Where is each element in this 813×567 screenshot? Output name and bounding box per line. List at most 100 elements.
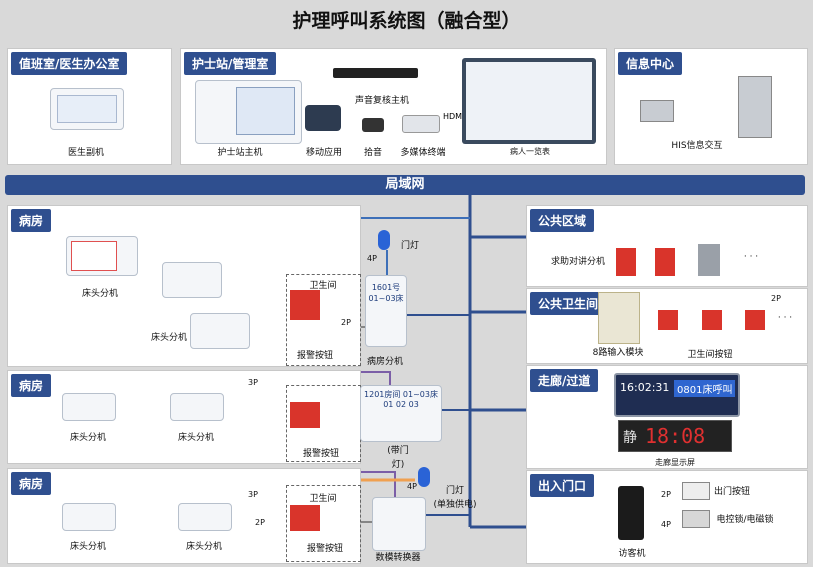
toilet-label-3: 卫生间 (309, 494, 337, 504)
header-ward-2: 病房 (11, 374, 52, 397)
clock-time: 18:08 (645, 424, 706, 448)
alarm-button-1-label: 报警按钮 (296, 351, 333, 361)
bed-unit-1-label: 床头分机 (81, 289, 118, 299)
corridor-clock: 静 18:08 (618, 420, 732, 452)
doctor-sub-label: 医生副机 (67, 148, 104, 158)
wire-2p-a: 2P (341, 318, 351, 327)
bed-unit-3 (190, 313, 250, 349)
server-icon (738, 76, 772, 138)
corridor-screen-label: 走廊显示屏 (655, 458, 695, 467)
room-unit-2: 1201房间 01~03床 01 02 03 (360, 385, 442, 442)
toilet-box-1 (286, 274, 361, 366)
voice-review-label: 声音复核主机 (354, 96, 409, 106)
exit-button-label: 出门按钮 (713, 487, 750, 497)
voice-review-device (333, 68, 418, 78)
screen-time: 16:02:31 (620, 381, 670, 394)
multimedia-device (402, 115, 440, 133)
lan-bus: 局域网 (5, 175, 805, 195)
computer-icon (640, 100, 674, 122)
toilet-button-2 (702, 310, 722, 330)
room-unit-2-title: 1201房间 01~03床 (364, 390, 438, 399)
bed-unit-4-label: 床头分机 (69, 433, 106, 443)
visitor-label: 访客机 (618, 549, 646, 559)
exit-button-device (682, 482, 710, 500)
wire-4p-c: 4P (661, 520, 671, 529)
doctor-sub-device (50, 88, 124, 130)
intercom-2 (655, 248, 675, 276)
door-light-icon-1 (378, 230, 390, 250)
input-module-label: 8路输入模块 (592, 348, 644, 358)
his-label: HIS信息交互 (671, 141, 723, 151)
with-door-light-label: (带门 灯) (387, 446, 409, 470)
bed-unit-4 (62, 393, 116, 421)
header-doctor-office: 值班室/医生办公室 (11, 52, 128, 75)
door-light-icon-2 (418, 467, 430, 487)
public-toilet-more: · · · (777, 313, 793, 323)
nurse-host-label: 护士站主机 (217, 148, 263, 158)
help-intercom-label: 求助对讲分机 (550, 257, 605, 267)
bed-unit-7-label: 床头分机 (185, 542, 222, 552)
digital-converter-device (372, 497, 426, 551)
corridor-led-screen: 16:02:31 0801床呼叫 (614, 373, 740, 417)
sos-button-1 (290, 290, 320, 320)
wire-2p-d: 2P (661, 490, 671, 499)
wire-4p-a: 4P (367, 254, 377, 263)
header-ward-1: 病房 (11, 209, 52, 232)
bed-unit-6-label: 床头分机 (69, 542, 106, 552)
room-unit-1: 1601号 01~03床 (365, 275, 407, 347)
intercom-3 (698, 244, 720, 276)
bed-unit-7 (178, 503, 232, 531)
toilet-box-3 (286, 485, 361, 562)
digital-converter-label: 数模转换器 (375, 553, 421, 563)
diagram-title: 护理呼叫系统图（融合型） (292, 10, 521, 32)
header-corridor: 走廊/过道 (530, 369, 599, 392)
lock-label: 电控锁/电磁锁 (716, 515, 774, 525)
mobile-app-label: 移动应用 (305, 148, 342, 158)
header-nurse-station: 护士站/管理室 (184, 52, 277, 75)
bed-unit-3-label: 床头分机 (150, 333, 187, 343)
bed-unit-2 (162, 262, 222, 298)
door-light-1-label: 门灯 (400, 241, 419, 251)
wire-2p-c: 2P (771, 294, 781, 303)
bed-unit-1 (66, 236, 138, 276)
intercom-1 (616, 248, 636, 276)
header-public-toilet: 公共卫生间 (530, 292, 607, 315)
multimedia-label: 多媒体终端 (400, 148, 446, 158)
header-info-center: 信息中心 (618, 52, 683, 75)
room-unit-1-bed: 01~03床 (368, 294, 404, 303)
wire-3p-a: 3P (248, 378, 258, 387)
header-public-area: 公共区域 (530, 209, 595, 232)
header-ward-3: 病房 (11, 472, 52, 495)
bed-unit-5-label: 床头分机 (177, 433, 214, 443)
lock-device (682, 510, 710, 528)
sos-button-2 (290, 402, 320, 428)
phone-icon (305, 105, 341, 131)
door-light-2-label: 门灯 (单独供电) (433, 486, 477, 510)
hdmi-label: HDMI (443, 112, 465, 121)
alarm-button-3-label: 报警按钮 (306, 544, 343, 554)
header-entrance: 出入门口 (530, 474, 595, 497)
input-module-device (598, 292, 640, 344)
pickup-label: 拾音 (363, 148, 382, 158)
wire-2p-b: 2P (255, 518, 265, 527)
public-area-more: · · · (743, 252, 759, 262)
toilet-button-label: 卫生间按钮 (687, 350, 733, 360)
wire-3p-b: 3P (248, 490, 258, 499)
toilet-button-1 (658, 310, 678, 330)
camera-icon (362, 118, 384, 132)
patient-list-screen (462, 58, 596, 144)
toilet-label-1: 卫生间 (309, 281, 337, 291)
bed-unit-6 (62, 503, 116, 531)
room-unit-1-num: 1601号 (371, 283, 401, 292)
screen-call: 0801床呼叫 (674, 380, 736, 397)
wire-4p-b: 4P (407, 482, 417, 491)
toilet-button-3 (745, 310, 765, 330)
room-unit-2-beds: 01 02 03 (383, 400, 419, 409)
patient-list-label: 病人一览表 (510, 147, 550, 156)
visitor-device (618, 486, 644, 540)
nurse-host-device (195, 80, 302, 144)
alarm-button-2-label: 报警按钮 (302, 449, 339, 459)
clock-jing: 静 (623, 430, 637, 446)
room-unit-1-label: 病房分机 (366, 357, 403, 367)
bed-unit-5 (170, 393, 224, 421)
